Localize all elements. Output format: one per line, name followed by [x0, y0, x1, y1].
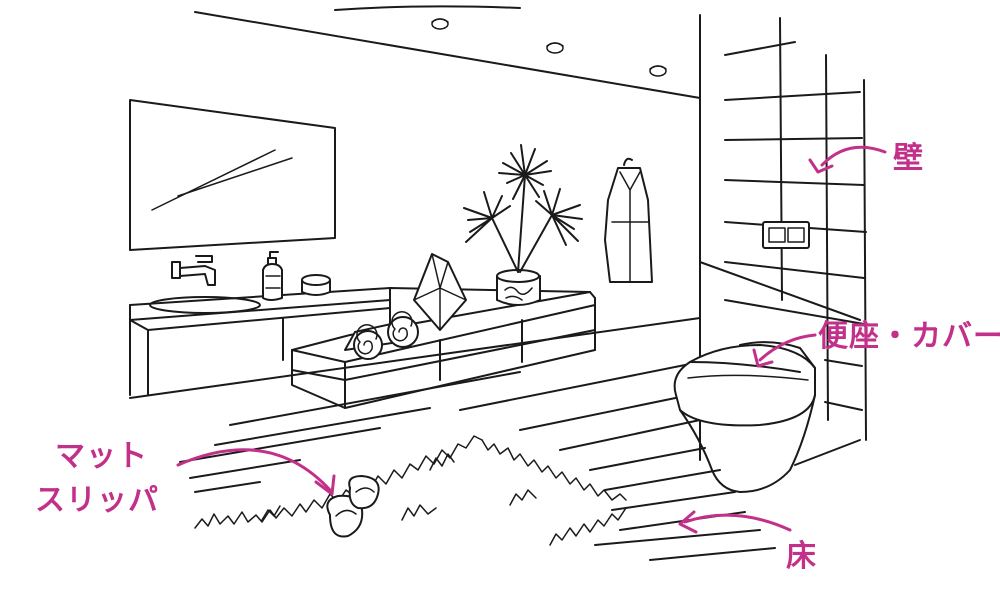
potted-plant: [463, 144, 583, 306]
crystal-ornament: [413, 253, 467, 331]
ceiling: [194, 5, 701, 99]
floor-arrow: [683, 513, 792, 532]
slippers: [326, 475, 380, 538]
wall-arrow: [820, 145, 887, 167]
tiled-wall: [699, 17, 867, 466]
flush-panel: [762, 221, 810, 249]
label-seat-cover: 便座・カバー: [818, 319, 1000, 354]
soap-bottle: [262, 251, 283, 301]
faucet: [171, 255, 216, 286]
seat-cover-arrow: [758, 333, 817, 362]
label-slippers: スリッパ: [35, 483, 159, 518]
wall-arrow-head: [808, 158, 834, 174]
label-wall: 壁: [893, 141, 924, 176]
toilet: [673, 341, 816, 493]
hanging-robe: [604, 157, 653, 283]
mat-slippers-arrow: [176, 448, 332, 492]
mat-slippers-arrow-head: [314, 474, 336, 496]
label-mat: マット: [55, 439, 148, 474]
mirror: [129, 99, 336, 251]
callout-arrows: [176, 145, 887, 534]
floor-arrow-head: [678, 510, 698, 534]
cream-jar: [301, 274, 331, 296]
rolled-towels: [344, 311, 419, 360]
label-floor: 床: [786, 539, 817, 574]
floor-boards: [129, 317, 776, 561]
seat-cover-arrow-head: [752, 348, 774, 368]
